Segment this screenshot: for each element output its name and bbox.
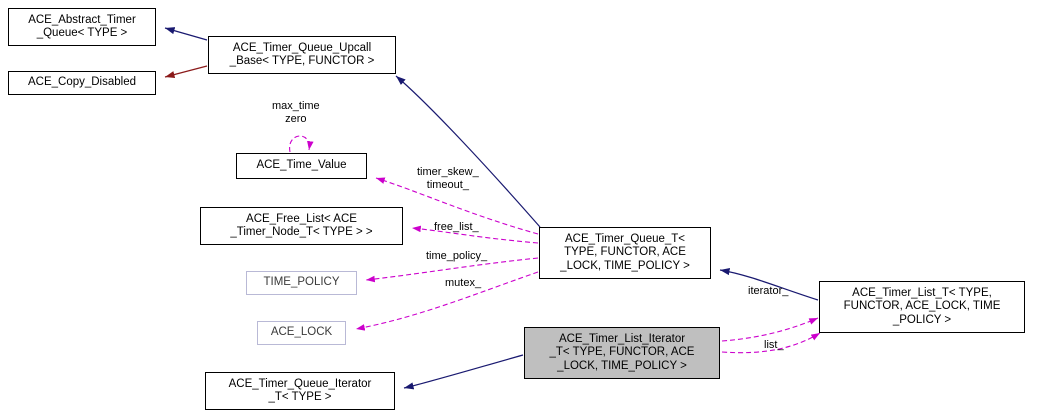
edge-label-list: list_ [764,339,784,351]
edge-label-timer-skew-timeout: timer_skew_ timeout_ [417,166,479,191]
node-ace-timer-queue-t[interactable]: ACE_Timer_Queue_T< TYPE, FUNCTOR, ACE _L… [539,227,711,279]
edge-label-free-list: free_list_ [434,221,479,233]
node-ace-timer-queue-upcall-base[interactable]: ACE_Timer_Queue_Upcall _Base< TYPE, FUNC… [208,36,396,74]
node-ace-free-list[interactable]: ACE_Free_List< ACE _Timer_Node_T< TYPE >… [200,207,403,245]
node-ace-copy-disabled[interactable]: ACE_Copy_Disabled [8,71,156,95]
node-time-policy[interactable]: TIME_POLICY [246,271,357,295]
node-ace-timer-list-iterator-t[interactable]: ACE_Timer_List_Iterator _T< TYPE, FUNCTO… [524,327,720,379]
edge-label-iterator: iterator_ [748,285,789,297]
edge-label-time-policy: time_policy_ [426,250,488,262]
node-ace-time-value[interactable]: ACE_Time_Value [236,153,367,179]
node-ace-abstract-timer-queue[interactable]: ACE_Abstract_Timer _Queue< TYPE > [8,8,156,46]
node-ace-lock[interactable]: ACE_LOCK [257,321,346,345]
node-ace-timer-list-t[interactable]: ACE_Timer_List_T< TYPE, FUNCTOR, ACE_LOC… [819,281,1025,333]
edge-label-mutex: mutex_ [445,277,482,289]
node-ace-timer-queue-iterator-t[interactable]: ACE_Timer_Queue_Iterator _T< TYPE > [205,372,395,410]
edge-label-max-time-zero: max_time zero [272,100,320,125]
